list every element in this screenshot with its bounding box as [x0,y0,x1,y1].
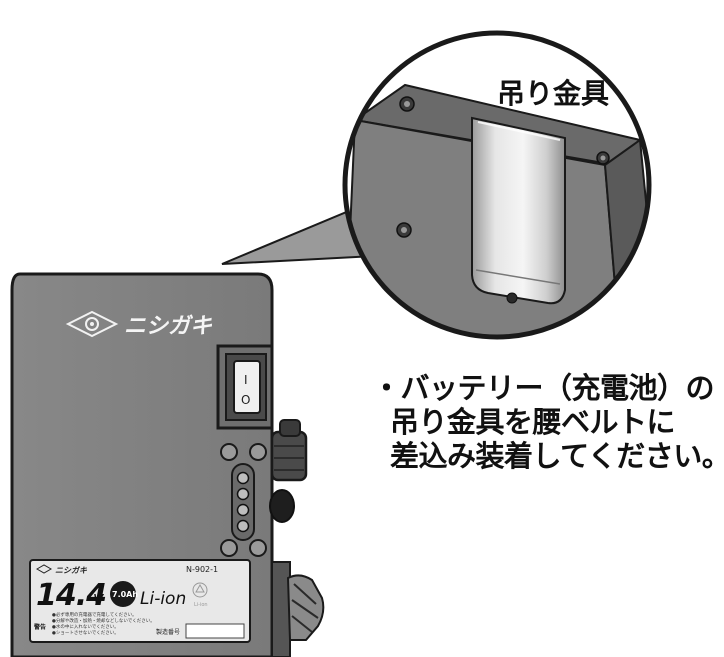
screw-icon [396,222,412,238]
instruction-line-1: ・バッテリー（充電池）の [372,371,715,405]
label-recycle-mark: Li-ion [194,602,208,608]
label-fine-print-4: ●ショートさせないでください。 [52,629,119,636]
capacity-badge [110,581,136,607]
unit-brand-name: ニシガキ [124,314,213,339]
label-brand: ニシガキ [55,566,88,575]
serial-box [185,623,245,639]
label-fine-print-1: ●必ず専用の充電器で充電してください。 [52,611,137,618]
instruction-line-2: 吊り金具を腰ベルトに [390,405,676,439]
label-model: N-902-1 [186,565,218,574]
switch-off-mark: O [241,393,250,407]
led-indicator [236,503,250,517]
screw-icon [596,151,610,165]
indicator-panel [220,443,267,557]
label-capacity: 7.0Ah [112,590,138,599]
brand-logo: ニシガキ [65,310,213,339]
side-connector [269,419,308,523]
screw-icon [399,96,415,112]
label-fine-print-3: ●水の中に入れないでください。 [52,623,119,630]
battery-spec-label: ニシガキ N-902-1 14.4 V 7.0Ah Li-ion Li-ion … [29,559,251,643]
label-chemistry: Li-ion [140,589,186,609]
power-switch[interactable]: I O [216,344,274,430]
battery-unit: ニシガキ I O [10,272,325,657]
led-indicator [236,519,250,533]
label-voltage-unit: V [93,591,105,609]
label-warning-word: 警告 [33,623,46,631]
instruction-text: ・バッテリー（充電池）の 吊り金具を腰ベルトに 差込み装着してください。 [372,371,724,473]
callout-label: 吊り金具 [497,77,609,110]
led-indicator [236,487,250,501]
switch-on-mark: I [244,373,248,387]
instruction-line-3: 差込み装着してください。 [390,439,724,473]
zoom-callout [342,30,652,340]
label-fine-print-2: ●分解や改造・加熱・焼却などしないでください。 [52,617,155,624]
cable-gland [271,561,325,657]
label-voltage-value: 14.4 [36,578,106,613]
belt-clip [471,116,566,305]
recycle-icon [192,582,208,598]
led-indicator [236,471,250,485]
label-serial: 製造番号 [156,628,180,636]
